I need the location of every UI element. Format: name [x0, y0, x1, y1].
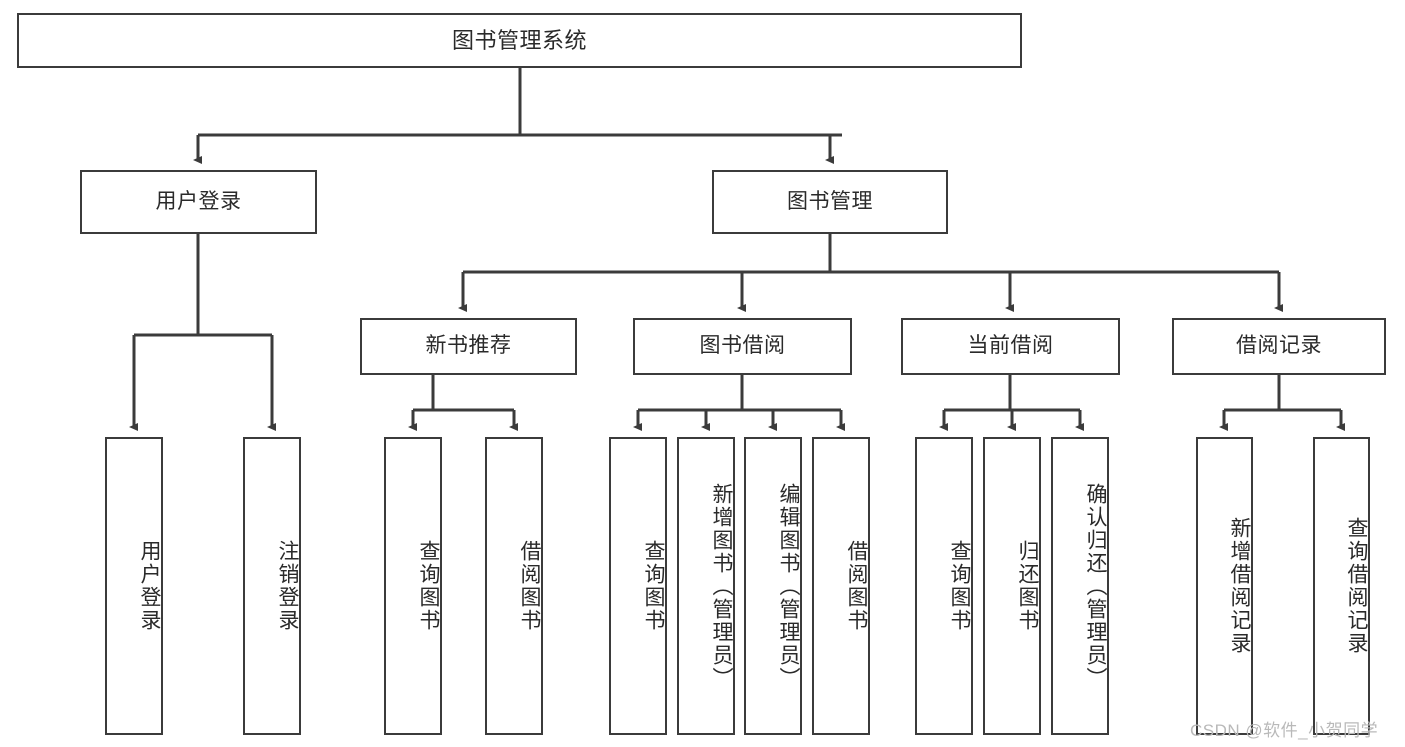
leaf-current-query-book[interactable]: 查询图书 [915, 437, 973, 735]
node-label: 借阅记录 [1236, 334, 1322, 358]
node-new-book-recommend[interactable]: 新书推荐 [360, 318, 577, 375]
node-user-login[interactable]: 用户登录 [80, 170, 317, 234]
node-label: 当前借阅 [967, 334, 1054, 358]
node-label: 编辑图书（管理员） [777, 482, 800, 690]
node-label: 新书推荐 [425, 334, 512, 358]
node-label: 归还图书 [1016, 540, 1039, 632]
leaf-borrow-borrow-book[interactable]: 借阅图书 [812, 437, 870, 735]
leaf-new-book-query-book[interactable]: 查询图书 [384, 437, 442, 735]
leaf-user-login[interactable]: 用户登录 [105, 437, 163, 735]
node-label: 查询借阅记录 [1345, 517, 1368, 655]
leaf-logout[interactable]: 注销登录 [243, 437, 301, 735]
node-current-borrow[interactable]: 当前借阅 [901, 318, 1120, 375]
leaf-current-return-book[interactable]: 归还图书 [983, 437, 1041, 735]
leaf-borrow-edit-book-admin[interactable]: 编辑图书（管理员） [744, 437, 802, 735]
node-label: 借阅图书 [518, 540, 541, 632]
node-label: 查询图书 [642, 540, 665, 632]
leaf-new-book-borrow-book[interactable]: 借阅图书 [485, 437, 543, 735]
node-label: 图书管理系统 [451, 27, 587, 53]
leaf-borrow-add-book-admin[interactable]: 新增图书（管理员） [677, 437, 735, 735]
leaf-borrow-query-book[interactable]: 查询图书 [609, 437, 667, 735]
node-label: 查询图书 [948, 540, 971, 632]
csdn-watermark: CSDN @软件_小贺同学 [1190, 721, 1379, 740]
node-book-borrow[interactable]: 图书借阅 [633, 318, 852, 375]
node-label: 注销登录 [276, 540, 299, 632]
leaf-record-add-record[interactable]: 新增借阅记录 [1196, 437, 1253, 735]
node-root-book-management-system[interactable]: 图书管理系统 [17, 13, 1022, 68]
node-label: 查询图书 [417, 540, 440, 632]
node-label: 用户登录 [155, 189, 242, 213]
node-label: 确认归还（管理员） [1084, 482, 1107, 690]
node-label: 用户登录 [138, 540, 161, 632]
node-label: 图书管理 [787, 189, 873, 213]
node-borrow-record[interactable]: 借阅记录 [1172, 318, 1386, 375]
node-label: 借阅图书 [845, 540, 868, 632]
node-label: 图书借阅 [699, 334, 786, 358]
leaf-record-query-record[interactable]: 查询借阅记录 [1313, 437, 1370, 735]
leaf-current-confirm-return-admin[interactable]: 确认归还（管理员） [1051, 437, 1109, 735]
node-label: 新增借阅记录 [1228, 517, 1251, 655]
node-book-management[interactable]: 图书管理 [712, 170, 948, 234]
node-label: 新增图书（管理员） [710, 482, 733, 690]
